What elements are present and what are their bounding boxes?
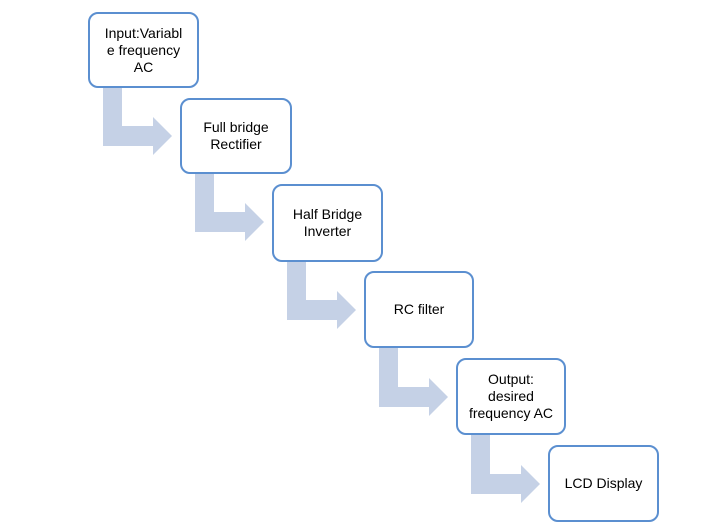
lcd-display-box: LCD Display [548, 445, 659, 522]
node-label: Half Bridge Inverter [292, 206, 363, 239]
output-desired-frequency-ac-box: Output: desired frequency AC [456, 358, 566, 435]
connector-arrow-5 [471, 435, 540, 503]
half-bridge-inverter-box: Half Bridge Inverter [272, 184, 383, 262]
input-variable-frequency-ac-box: Input:Variabl e frequency AC [88, 12, 199, 88]
node-label: RC filter [393, 301, 445, 317]
node-label: LCD Display [564, 475, 643, 491]
connector-arrow-2 [195, 174, 264, 241]
node-label: Full bridge Rectifier [203, 119, 269, 152]
connector-arrow-3 [287, 262, 356, 329]
connector-arrow-4 [379, 348, 448, 416]
node-label: Output: desired frequency AC [468, 371, 554, 421]
node-label: Input:Variabl e frequency AC [104, 24, 183, 75]
rc-filter-box: RC filter [364, 271, 474, 348]
connector-arrow-1 [103, 88, 172, 155]
full-bridge-rectifier-box: Full bridge Rectifier [180, 98, 292, 174]
